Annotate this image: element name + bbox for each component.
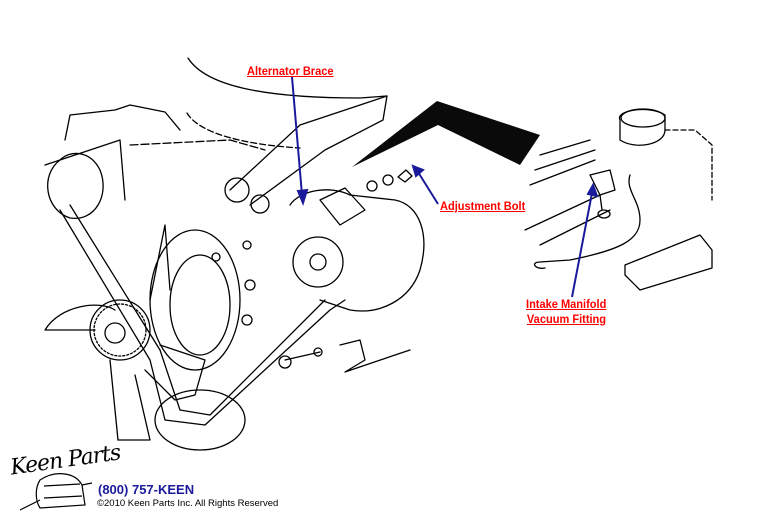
alternator-brace-arrowhead [296, 188, 309, 206]
lower-bracket [339, 339, 411, 373]
lower-bolt-head [278, 355, 292, 369]
vacuum-line [533, 174, 641, 269]
vacuum-fitting-hex [589, 169, 616, 196]
adjustment-bolt-label[interactable]: Adjustment Bolt [440, 199, 526, 213]
leader-arrows [291, 76, 599, 298]
fan-hub-center [104, 322, 126, 344]
intake-label-line-2: Vacuum Fitting [526, 312, 607, 326]
fan-clutch-teeth [93, 303, 147, 357]
alternator-brace-label[interactable]: Alternator Brace [247, 64, 334, 78]
intake-runner-lines [529, 139, 596, 186]
alternator-brace-leader [291, 76, 303, 196]
mount-bolt-4 [241, 314, 253, 326]
fan-blade-right [144, 344, 206, 401]
washer-2 [382, 174, 394, 186]
crank-pulley-top [47, 152, 104, 219]
intake-manifold-vacuum-fitting-label[interactable]: Intake Manifold Vacuum Fitting [526, 297, 606, 327]
adjustment-bolt-arrowhead [411, 164, 425, 178]
adjustment-bolt-head [397, 169, 413, 183]
hood-curve [187, 57, 388, 99]
alternator-pulley [292, 236, 344, 288]
intake-fitting-arrowhead [586, 182, 599, 198]
crank-pulley [154, 389, 246, 451]
alternator-pulley-nut [309, 253, 327, 271]
brace-hole-1 [224, 177, 250, 203]
timing-cover [44, 139, 126, 201]
alternator-bracket [319, 187, 366, 226]
washer-1 [366, 180, 378, 192]
brace-hole-2 [250, 194, 270, 214]
copyright-notice: ©2010 Keen Parts Inc. All Rights Reserve… [97, 498, 279, 509]
fan-blade-top [149, 224, 171, 301]
drive-belt-outer [59, 209, 346, 426]
mount-bolt-3 [244, 279, 256, 291]
inner-curve [186, 112, 301, 149]
mount-bolt-2 [242, 240, 252, 250]
lower-washer [313, 347, 323, 357]
water-pump-pulley-inner [169, 254, 231, 356]
mount-bolt-1 [211, 252, 221, 262]
drive-belt-inner [69, 204, 326, 416]
fan-blade-bottom [109, 359, 151, 441]
hood-shadow-shape [352, 101, 540, 167]
fan-hub [89, 299, 151, 361]
block-edge [129, 139, 266, 151]
intake-label-line-1: Intake Manifold [526, 297, 607, 311]
alternator-body [289, 189, 425, 312]
alternator-brace-outline [229, 95, 388, 206]
phone-number: (800) 757-KEEN [98, 482, 195, 497]
vacuum-port [597, 209, 611, 219]
vacuum-fitting-stem [599, 194, 603, 211]
water-pump-pulley [149, 229, 241, 371]
adjustment-bolt-leader [417, 171, 439, 205]
valve-cover [624, 234, 713, 291]
intake-fitting-leader [571, 192, 593, 298]
manifold-outline [664, 129, 713, 201]
engine-line-art [44, 57, 713, 451]
keen-parts-logo-car [19, 473, 93, 511]
intake-base-lines [524, 194, 611, 246]
carburetor-air-horn [620, 108, 666, 128]
block-top [64, 104, 181, 141]
